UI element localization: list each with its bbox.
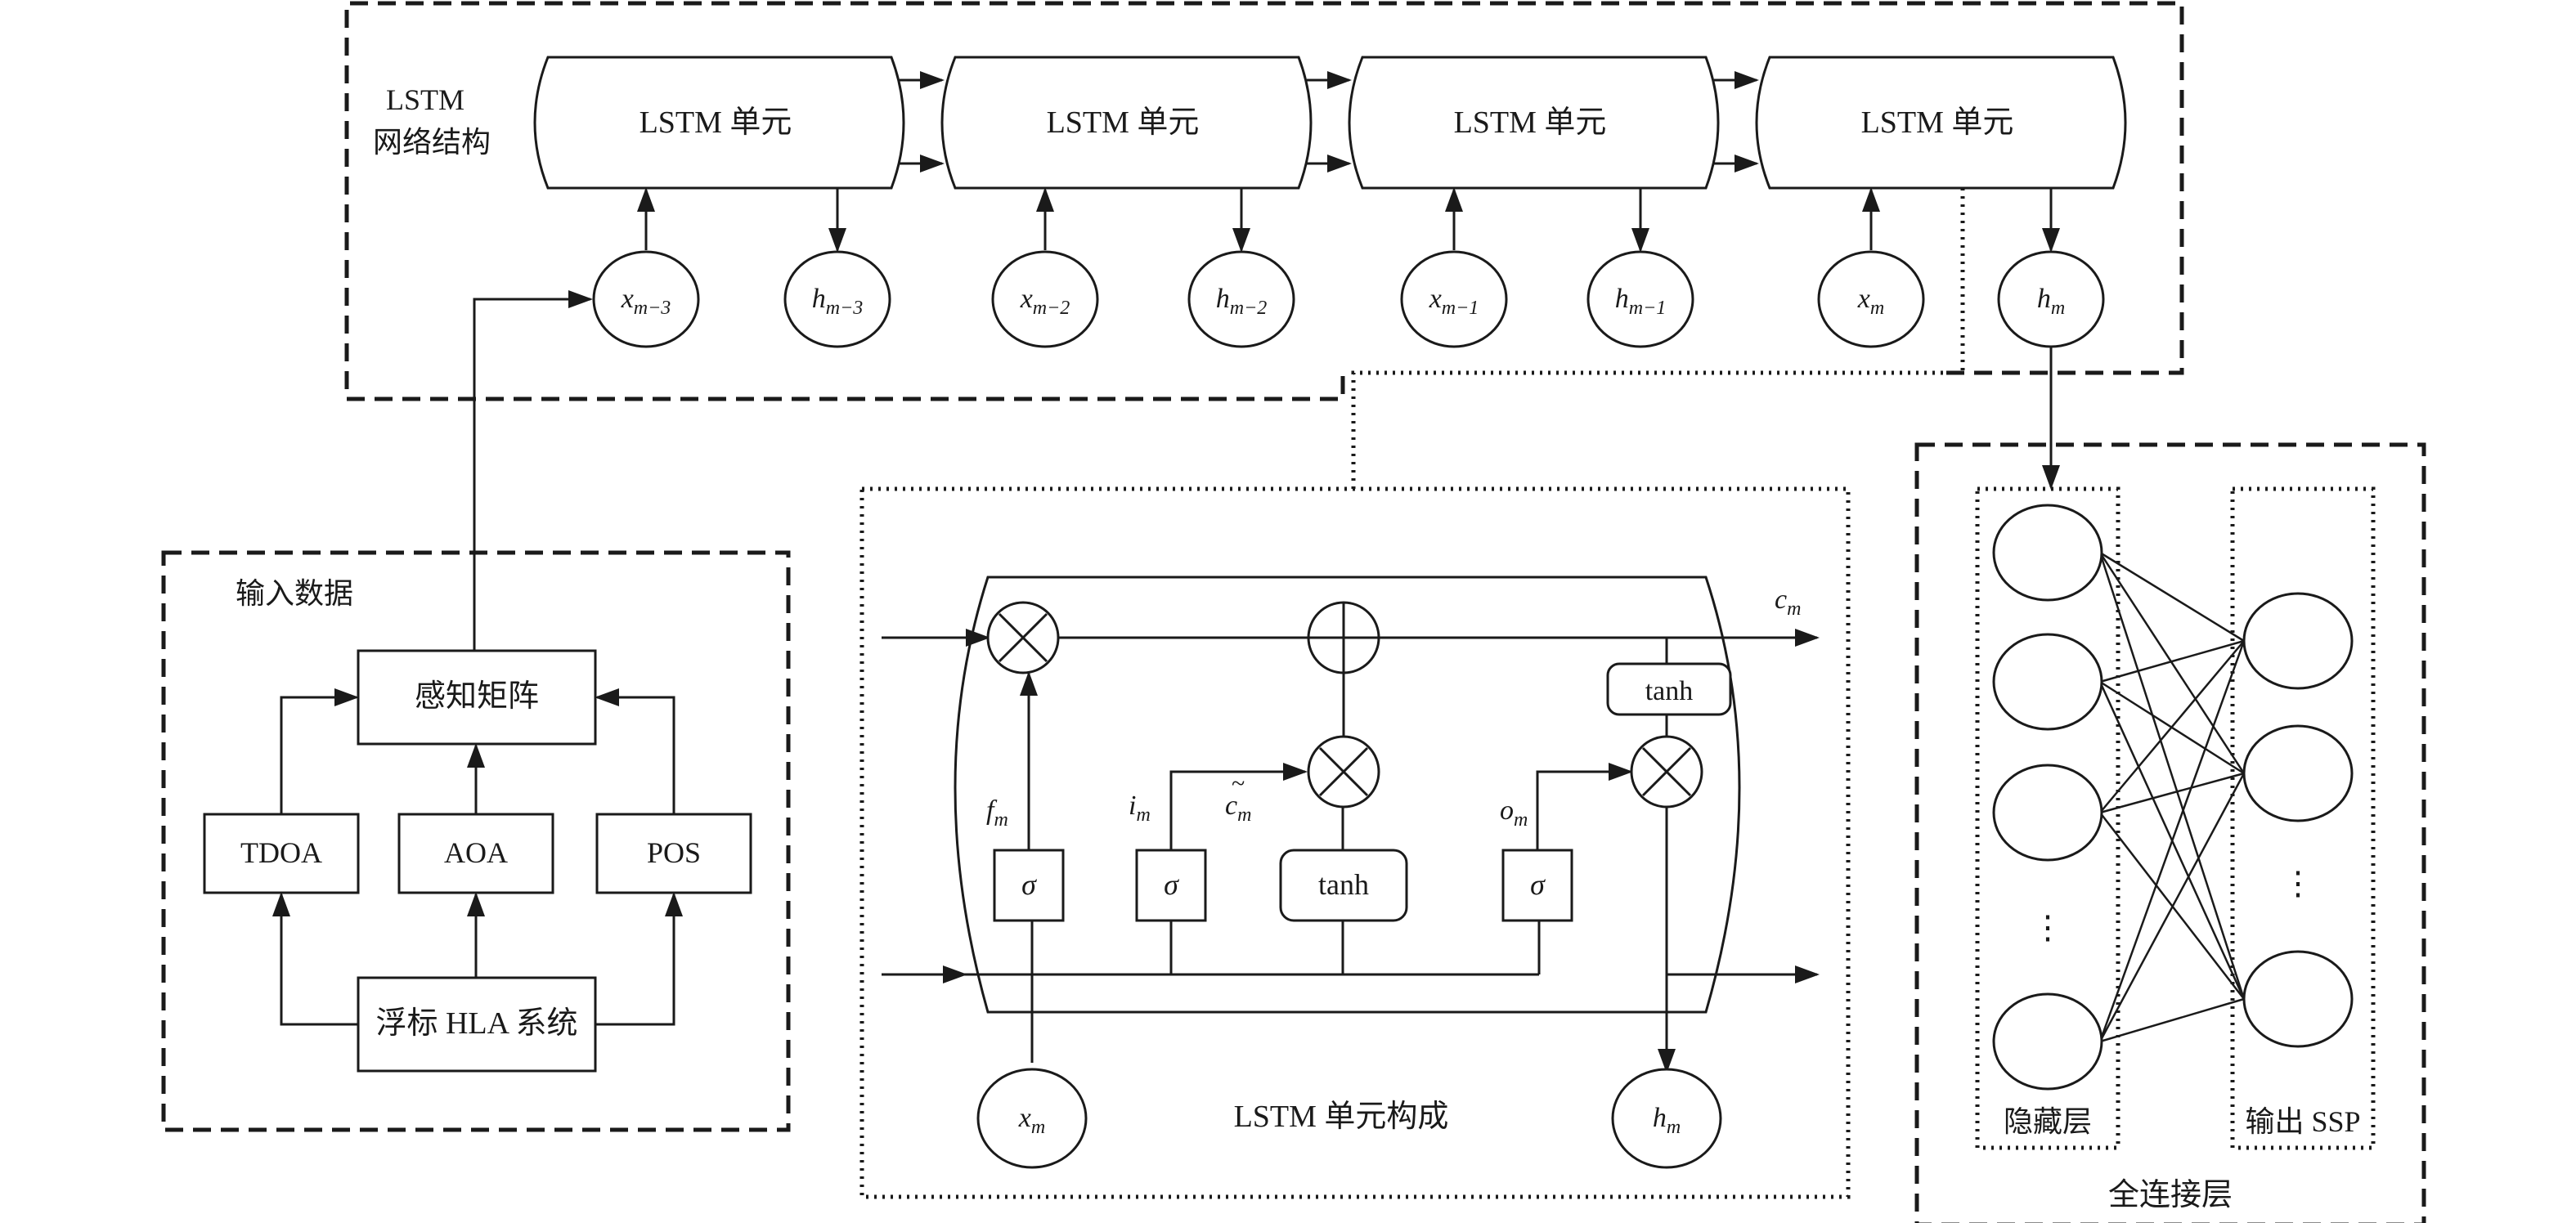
output-neuron: [2242, 724, 2354, 822]
output-multiply-icon: [1630, 735, 1703, 809]
lstm-cell-2: LSTM 单元: [940, 56, 1313, 190]
svg-text:tanh: tanh: [1645, 676, 1694, 706]
hidden-ellipsis: ⋮: [2031, 909, 2064, 946]
lstm-cell-label: LSTM 单元: [1861, 105, 2014, 140]
svg-text:xm: xm: [1857, 284, 1884, 319]
candidate-label: cm: [1225, 791, 1251, 826]
svg-text:hm: hm: [2037, 284, 2065, 319]
candidate-tanh-box: tanh: [1279, 849, 1408, 922]
output-tanh-box: tanh: [1606, 662, 1732, 716]
svg-text:hm: hm: [1653, 1103, 1681, 1138]
input-multiply-icon: [1307, 735, 1380, 809]
fc-layer-panel: ⋮ ⋮ 隐藏层 输出 SSP 全连接层: [1914, 442, 2426, 1223]
svg-text:感知矩阵: 感知矩阵: [415, 679, 539, 714]
output-arrows: [828, 188, 2060, 253]
lstm-cell-detail-panel: cm σ fm σ im tanh: [859, 486, 1851, 1199]
output-node-h-m: hm: [1997, 250, 2105, 348]
lstm-cell-label: LSTM 单元: [1454, 105, 1607, 140]
svg-text:tanh: tanh: [1318, 868, 1369, 901]
svg-text:hm−2: hm−2: [1216, 284, 1268, 319]
svg-text:σ: σ: [1164, 868, 1179, 901]
lstm-cell-caption: LSTM 单元构成: [1234, 1100, 1449, 1134]
hidden-neuron: [1992, 633, 2103, 731]
lstm-cell-label: LSTM 单元: [1047, 105, 1200, 140]
input-node-x-m: xm: [1817, 250, 1925, 348]
lstm-cell-1: LSTM 单元: [533, 56, 905, 190]
cell-add-icon: [1307, 601, 1380, 674]
output-node-h-m-2: hm−2: [1187, 250, 1295, 348]
svg-text:xm−3: xm−3: [621, 284, 671, 319]
input-data-panel: 输入数据 感知矩阵 TDOA AOA POS 浮标 HLA 系统: [161, 550, 791, 1132]
svg-text:σ: σ: [1530, 868, 1546, 901]
hidden-layer-border: [1975, 486, 2120, 1150]
lstm-cell-label: LSTM 单元: [640, 105, 792, 140]
output-node-h-m-1: hm−1: [1586, 250, 1694, 348]
svg-text:xm: xm: [1018, 1103, 1045, 1138]
buoy-hla-system-box: 浮标 HLA 系统: [357, 976, 597, 1073]
input-gate-label: im: [1129, 791, 1151, 826]
output-neuron: [2242, 592, 2354, 690]
pos-box: POS: [595, 813, 752, 894]
lstm-network-border: [344, 1, 2184, 401]
hidden-layer-label: 隐藏层: [2004, 1105, 2092, 1138]
hidden-neuron: [1992, 504, 2103, 602]
svg-text:hm−1: hm−1: [1615, 284, 1667, 319]
input-data-title: 输入数据: [236, 577, 353, 610]
input-node-x-m-3: xm−3: [592, 250, 700, 348]
input-arrows: [637, 187, 1880, 250]
output-layer-border: [2230, 486, 2376, 1150]
forget-multiply-icon: [986, 601, 1060, 674]
output-gate-label: om: [1500, 795, 1528, 831]
cell-chain-arrows: [900, 71, 1759, 172]
svg-text:xm−2: xm−2: [1020, 284, 1070, 319]
svg-text:TDOA: TDOA: [240, 836, 322, 869]
fc-layer-caption: 全连接层: [2108, 1178, 2233, 1212]
input-data-arrows: [272, 688, 683, 1026]
input-node-x-m-2: xm−2: [991, 250, 1099, 348]
cell-detail-connector: [1351, 188, 1965, 489]
aoa-box: AOA: [397, 813, 554, 894]
input-data-border: [161, 550, 791, 1132]
svg-text:hm−3: hm−3: [812, 284, 864, 319]
lstm-cell-3: LSTM 单元: [1348, 56, 1720, 190]
lstm-network-title-line2: 网络结构: [373, 126, 491, 159]
input-gate-sigma: σ: [1135, 849, 1207, 922]
svg-text:浮标 HLA 系统: 浮标 HLA 系统: [375, 1006, 577, 1041]
perception-matrix-box: 感知矩阵: [357, 649, 597, 746]
fc-connections: [2098, 551, 2246, 1043]
lstm-network-title-line1: LSTM: [386, 83, 464, 116]
input-node-x-m-1: xm−1: [1400, 250, 1508, 348]
candidate-tilde: ~: [1232, 770, 1245, 797]
matrix-to-input-arrow: [473, 290, 593, 651]
svg-text:AOA: AOA: [444, 836, 508, 869]
output-node-h-m-3: hm−3: [783, 250, 891, 348]
hidden-neuron: [1992, 992, 2103, 1091]
cell-output-node-h-m: hm: [1611, 1068, 1722, 1169]
svg-text:xm−1: xm−1: [1429, 284, 1479, 319]
forget-gate-sigma: σ: [993, 849, 1065, 922]
cell-input-node-x-m: xm: [976, 1068, 1088, 1169]
cell-state-label: cm: [1775, 585, 1801, 620]
output-neuron: [2242, 950, 2354, 1048]
tdoa-box: TDOA: [203, 813, 360, 894]
svg-text:σ: σ: [1021, 868, 1037, 901]
lstm-network-panel: LSTM 网络结构 LSTM 单元 LSTM 单元 LSTM 单元 LSTM 单…: [344, 1, 2184, 401]
output-layer-label: 输出 SSP: [2245, 1105, 2360, 1138]
fc-layer-border: [1914, 442, 2426, 1223]
svg-text:POS: POS: [647, 836, 701, 869]
lstm-cell-4: LSTM 单元: [1755, 56, 2127, 190]
lstm-cell-detail-border: [859, 486, 1851, 1199]
output-ellipsis: ⋮: [2282, 865, 2314, 902]
output-gate-sigma: σ: [1501, 849, 1573, 922]
hidden-neuron: [1992, 764, 2103, 862]
